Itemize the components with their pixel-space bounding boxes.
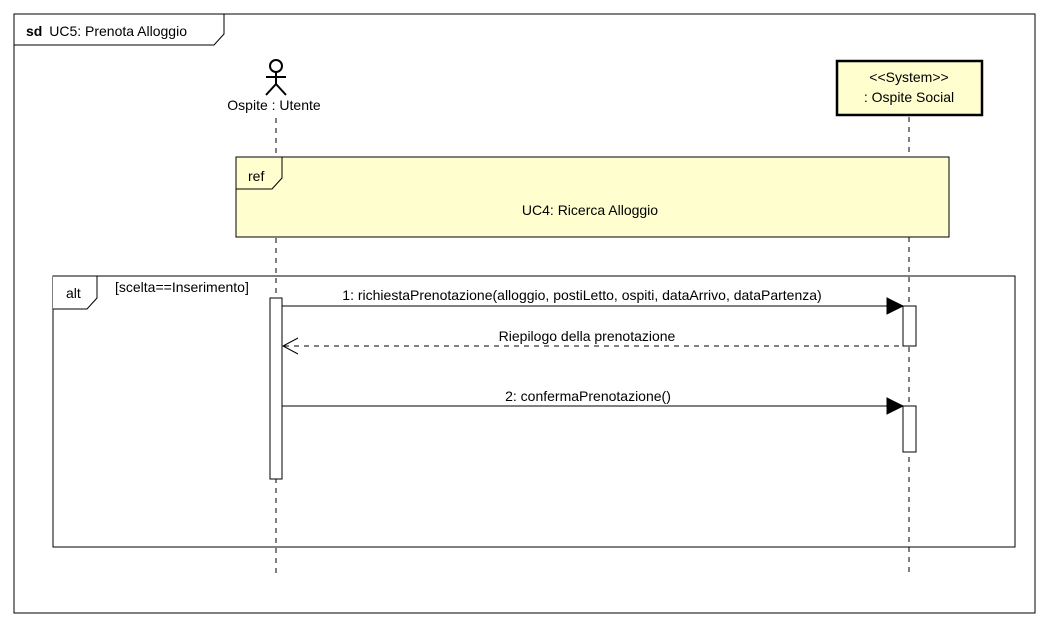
message-2: 2: confermaPrenotazione() xyxy=(282,388,905,415)
ref-box xyxy=(235,156,950,238)
message-2-label: 2: confermaPrenotazione() xyxy=(505,388,671,404)
ref-fragment: ref UC4: Ricerca Alloggio xyxy=(235,156,950,238)
system-label: : Ospite Social xyxy=(864,89,954,105)
activation-system-2 xyxy=(902,405,917,453)
alt-box xyxy=(52,275,1016,548)
message-2-arrowhead xyxy=(886,397,905,415)
activation-system-1 xyxy=(902,305,917,347)
message-1-arrowhead xyxy=(886,297,905,315)
activation-ospite xyxy=(269,297,283,480)
actor-left-leg xyxy=(265,83,277,96)
frame-title: UC5: Prenota Alloggio xyxy=(49,23,187,39)
alt-fragment: alt [scelta==Inserimento] xyxy=(52,275,1016,548)
system-box xyxy=(835,59,984,117)
ref-text: UC4: Ricerca Alloggio xyxy=(522,202,658,218)
message-1: 1: richiestaPrenotazione(alloggio, posti… xyxy=(282,287,905,315)
alt-label-tab xyxy=(53,275,98,310)
frame-label: sd UC5: Prenota Alloggio xyxy=(26,23,187,39)
message-1-label: 1: richiestaPrenotazione(alloggio, posti… xyxy=(342,287,821,303)
alt-guard: [scelta==Inserimento] xyxy=(115,279,249,295)
alt-keyword: alt xyxy=(66,285,81,301)
actor-right-leg xyxy=(275,83,287,96)
frame-label-tab xyxy=(13,13,225,46)
system-stereotype: <<System>> xyxy=(869,69,948,85)
message-reply: Riepilogo della prenotazione xyxy=(281,328,903,355)
message-reply-label: Riepilogo della prenotazione xyxy=(499,328,676,344)
participant-system: <<System>> : Ospite Social xyxy=(835,59,984,117)
ref-keyword: ref xyxy=(248,168,264,184)
actor-ospite: Ospite : Utente xyxy=(227,59,321,113)
actor-head xyxy=(269,59,283,73)
frame-keyword: sd xyxy=(26,23,42,39)
message-reply-arrowhead xyxy=(281,337,299,355)
ref-label-tab xyxy=(236,156,283,190)
actor-label: Ospite : Utente xyxy=(227,97,321,113)
